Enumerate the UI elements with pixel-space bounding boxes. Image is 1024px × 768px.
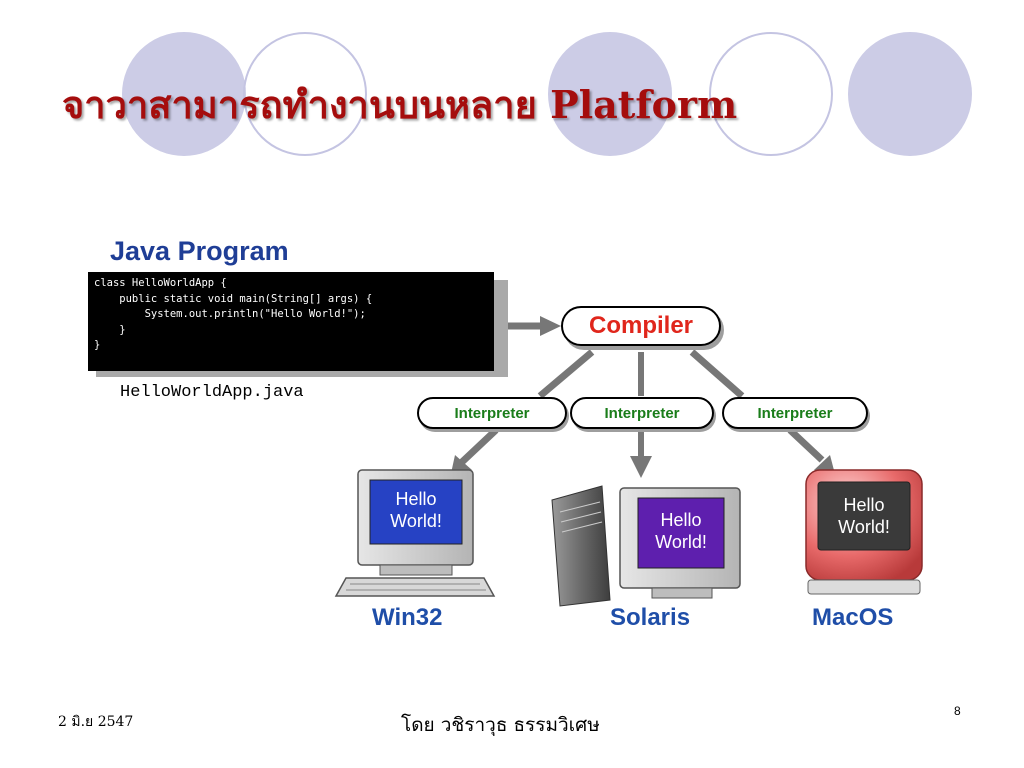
code-line: } bbox=[94, 323, 126, 336]
source-file-name: HelloWorldApp.java bbox=[120, 383, 304, 402]
screen-line: World! bbox=[838, 517, 890, 537]
win32-screen-text: Hello World! bbox=[370, 488, 462, 532]
screen-line: World! bbox=[390, 511, 442, 531]
page-number: 8 bbox=[954, 704, 961, 718]
code-line: class HelloWorldApp { bbox=[94, 277, 227, 289]
code-line: public static void main(String[] args) { bbox=[94, 292, 373, 305]
interpreter-node-win32: Interpreter bbox=[417, 397, 567, 429]
interpreter-node-macos: Interpreter bbox=[722, 397, 868, 429]
screen-line: Hello bbox=[395, 489, 437, 509]
arrow-to-compiler bbox=[508, 316, 561, 336]
decor-circle-2 bbox=[243, 32, 367, 156]
macos-computer bbox=[805, 469, 923, 595]
win32-computer bbox=[334, 469, 496, 597]
compiler-node: Compiler bbox=[561, 306, 721, 346]
decor-circle-5 bbox=[848, 32, 972, 156]
platform-label-macos: MacOS bbox=[812, 604, 894, 631]
arrow-to-solaris bbox=[630, 430, 652, 478]
macos-screen-text: Hello World! bbox=[818, 494, 910, 538]
code-line: } bbox=[94, 339, 101, 351]
arrow-compiler-to-right bbox=[689, 349, 745, 399]
arrow-compiler-to-left bbox=[537, 349, 595, 399]
solaris-screen-text: Hello World! bbox=[638, 509, 724, 553]
screen-line: Hello bbox=[843, 495, 885, 515]
decor-circle-3 bbox=[548, 32, 672, 156]
solaris-workstation bbox=[551, 485, 741, 607]
footer-date: 2 มิ.ย 2547 bbox=[58, 714, 134, 730]
interpreter-node-solaris: Interpreter bbox=[570, 397, 714, 429]
slide-title: จาวาสามารถทำงานบนหลาย Platform bbox=[62, 82, 738, 127]
code-line: System.out.println("Hello World!"); bbox=[94, 308, 366, 320]
java-program-heading: Java Program bbox=[110, 236, 289, 266]
platform-label-solaris: Solaris bbox=[610, 604, 691, 631]
screen-line: World! bbox=[655, 532, 707, 552]
platform-label-win32: Win32 bbox=[372, 604, 443, 631]
screen-line: Hello bbox=[660, 510, 702, 530]
footer-author: โดย วชิราวุธ ธรรมวิเศษ bbox=[401, 714, 600, 736]
decor-circle-4 bbox=[709, 32, 833, 156]
code-box: class HelloWorldApp { public static void… bbox=[88, 272, 494, 371]
decor-circle-1 bbox=[122, 32, 246, 156]
